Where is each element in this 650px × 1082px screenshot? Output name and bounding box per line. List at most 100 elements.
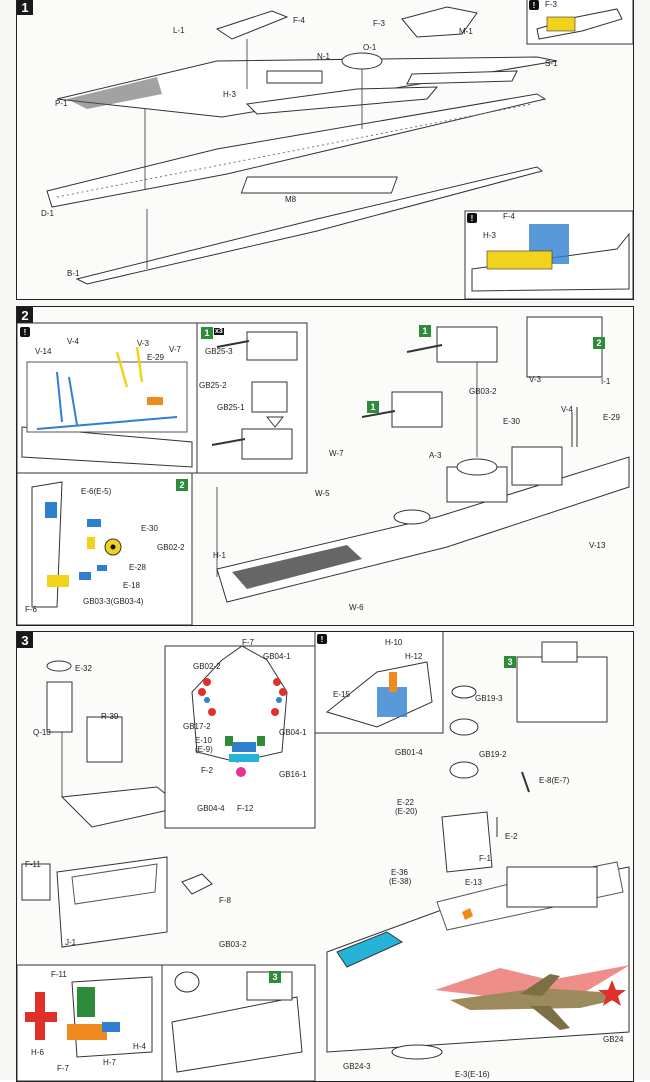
part-label-m8: M8	[285, 195, 297, 204]
part-label: W-6	[349, 603, 364, 612]
watermark-jet-icon	[435, 965, 630, 1030]
part-label: H-4	[133, 1042, 146, 1051]
part-label: F-6	[25, 605, 37, 614]
part-label: GB19-3	[475, 694, 503, 703]
part-label: GB04-4	[197, 804, 225, 813]
quantity-badge: 1	[367, 401, 379, 413]
part-label: GB16-1	[279, 770, 307, 779]
part-label: I-1	[601, 377, 611, 386]
part-label: (E-38)	[389, 877, 412, 886]
part-label: F-2	[201, 766, 213, 775]
part-label: A-3	[429, 451, 442, 460]
part-label-f4b: F-4	[503, 212, 515, 221]
part-label: E-6(E-5)	[81, 487, 112, 496]
quantity-badge: 1	[201, 327, 213, 339]
part-label: E-13	[465, 878, 482, 887]
part-label: F-12	[237, 804, 254, 813]
step-number: 2	[17, 307, 33, 323]
part-label: H-7	[103, 1058, 116, 1067]
part-label: E-36	[391, 868, 408, 877]
part-label: E-8(E-7)	[539, 776, 570, 785]
part-label: E-28	[129, 563, 146, 572]
part-label: F-7	[242, 638, 254, 647]
part-label: GB25-3	[205, 347, 233, 356]
part-label-h3b: H-3	[483, 231, 496, 240]
part-label: J-1	[65, 938, 77, 947]
part-label: GB19-2	[479, 750, 507, 759]
part-label-s1: S-1	[545, 59, 558, 68]
quantity-badge: 2	[593, 337, 605, 349]
part-label: W-7	[329, 449, 344, 458]
part-label: V-4	[561, 405, 574, 414]
part-label: F-11	[25, 860, 41, 869]
part-label: F-7	[57, 1064, 69, 1073]
quantity-badge: 3	[269, 971, 281, 983]
part-label-o1: O-1	[363, 43, 377, 52]
step-2-drawing	[17, 316, 630, 625]
part-label: E-32	[75, 664, 92, 673]
part-label: E-22	[397, 798, 414, 807]
part-label-d1: D-1	[41, 209, 54, 218]
part-label: H-12	[405, 652, 423, 661]
warning-icon: !	[529, 0, 539, 10]
part-label: E-2	[505, 832, 518, 841]
step-number: 1	[17, 0, 33, 15]
part-label: E-10	[195, 736, 212, 745]
part-label: E-29	[603, 413, 620, 422]
warning-icon: !	[317, 634, 327, 644]
part-label: V-4	[67, 337, 80, 346]
part-label-l1: L-1	[173, 26, 185, 35]
part-label: E-18	[123, 581, 140, 590]
part-label: (E-20)	[395, 807, 418, 816]
part-label: GB17-2	[183, 722, 211, 731]
part-label: GB24-3	[343, 1062, 371, 1071]
part-label-f3b: F-3	[545, 0, 557, 9]
quantity-badge: 2	[176, 479, 188, 491]
part-label: (E-9)	[195, 745, 213, 754]
part-label-f3: F-3	[373, 19, 385, 28]
quantity-badge: 3	[504, 656, 516, 668]
step-number: 3	[17, 632, 33, 648]
part-label: GB03-3(GB03-4)	[83, 597, 144, 606]
part-label-b1: B-1	[67, 269, 80, 278]
part-label: V-3	[137, 339, 150, 348]
part-label: W-5	[315, 489, 330, 498]
part-label: GB25-2	[199, 381, 227, 390]
part-label: R-39	[101, 712, 119, 721]
part-label: GB02-2	[193, 662, 221, 671]
step-1-drawing	[46, 0, 633, 299]
part-label: V-13	[589, 541, 606, 550]
part-label-p1: P-1	[55, 99, 68, 108]
part-label: H-1	[213, 551, 226, 560]
quantity-count: x3	[214, 328, 224, 335]
part-label: GB01-4	[395, 748, 423, 757]
part-label: F-1	[479, 854, 491, 863]
part-label: V-14	[35, 347, 52, 356]
part-label: H-10	[385, 638, 403, 647]
part-label-f4: F-4	[293, 16, 305, 25]
part-label: GB24	[603, 1035, 624, 1044]
part-label: V-3	[529, 375, 542, 384]
part-label: E-15	[333, 690, 350, 699]
part-label: GB03-2	[469, 387, 497, 396]
step-3-panel: 3	[16, 631, 634, 1082]
part-label-m1: M-1	[459, 27, 473, 36]
part-label-n1: N-1	[317, 52, 330, 61]
part-label: GB02-2	[157, 543, 185, 552]
step-1-panel: 1	[16, 0, 634, 300]
part-label: GB04-1	[279, 728, 307, 737]
part-label: GB03-2	[219, 940, 247, 949]
part-label: GB04-1	[263, 652, 291, 661]
step-3-drawing	[17, 632, 630, 1081]
part-label: F-8	[219, 896, 231, 905]
part-label: F-11	[51, 970, 67, 979]
part-label: E-3(E-16)	[455, 1070, 490, 1079]
part-label: E-29	[147, 353, 164, 362]
part-label: E-30	[141, 524, 158, 533]
warning-icon: !	[20, 327, 30, 337]
step-2-panel: 2	[16, 306, 634, 626]
part-label: V-7	[169, 345, 182, 354]
part-label: Q-13	[33, 728, 51, 737]
quantity-badge: 1	[419, 325, 431, 337]
